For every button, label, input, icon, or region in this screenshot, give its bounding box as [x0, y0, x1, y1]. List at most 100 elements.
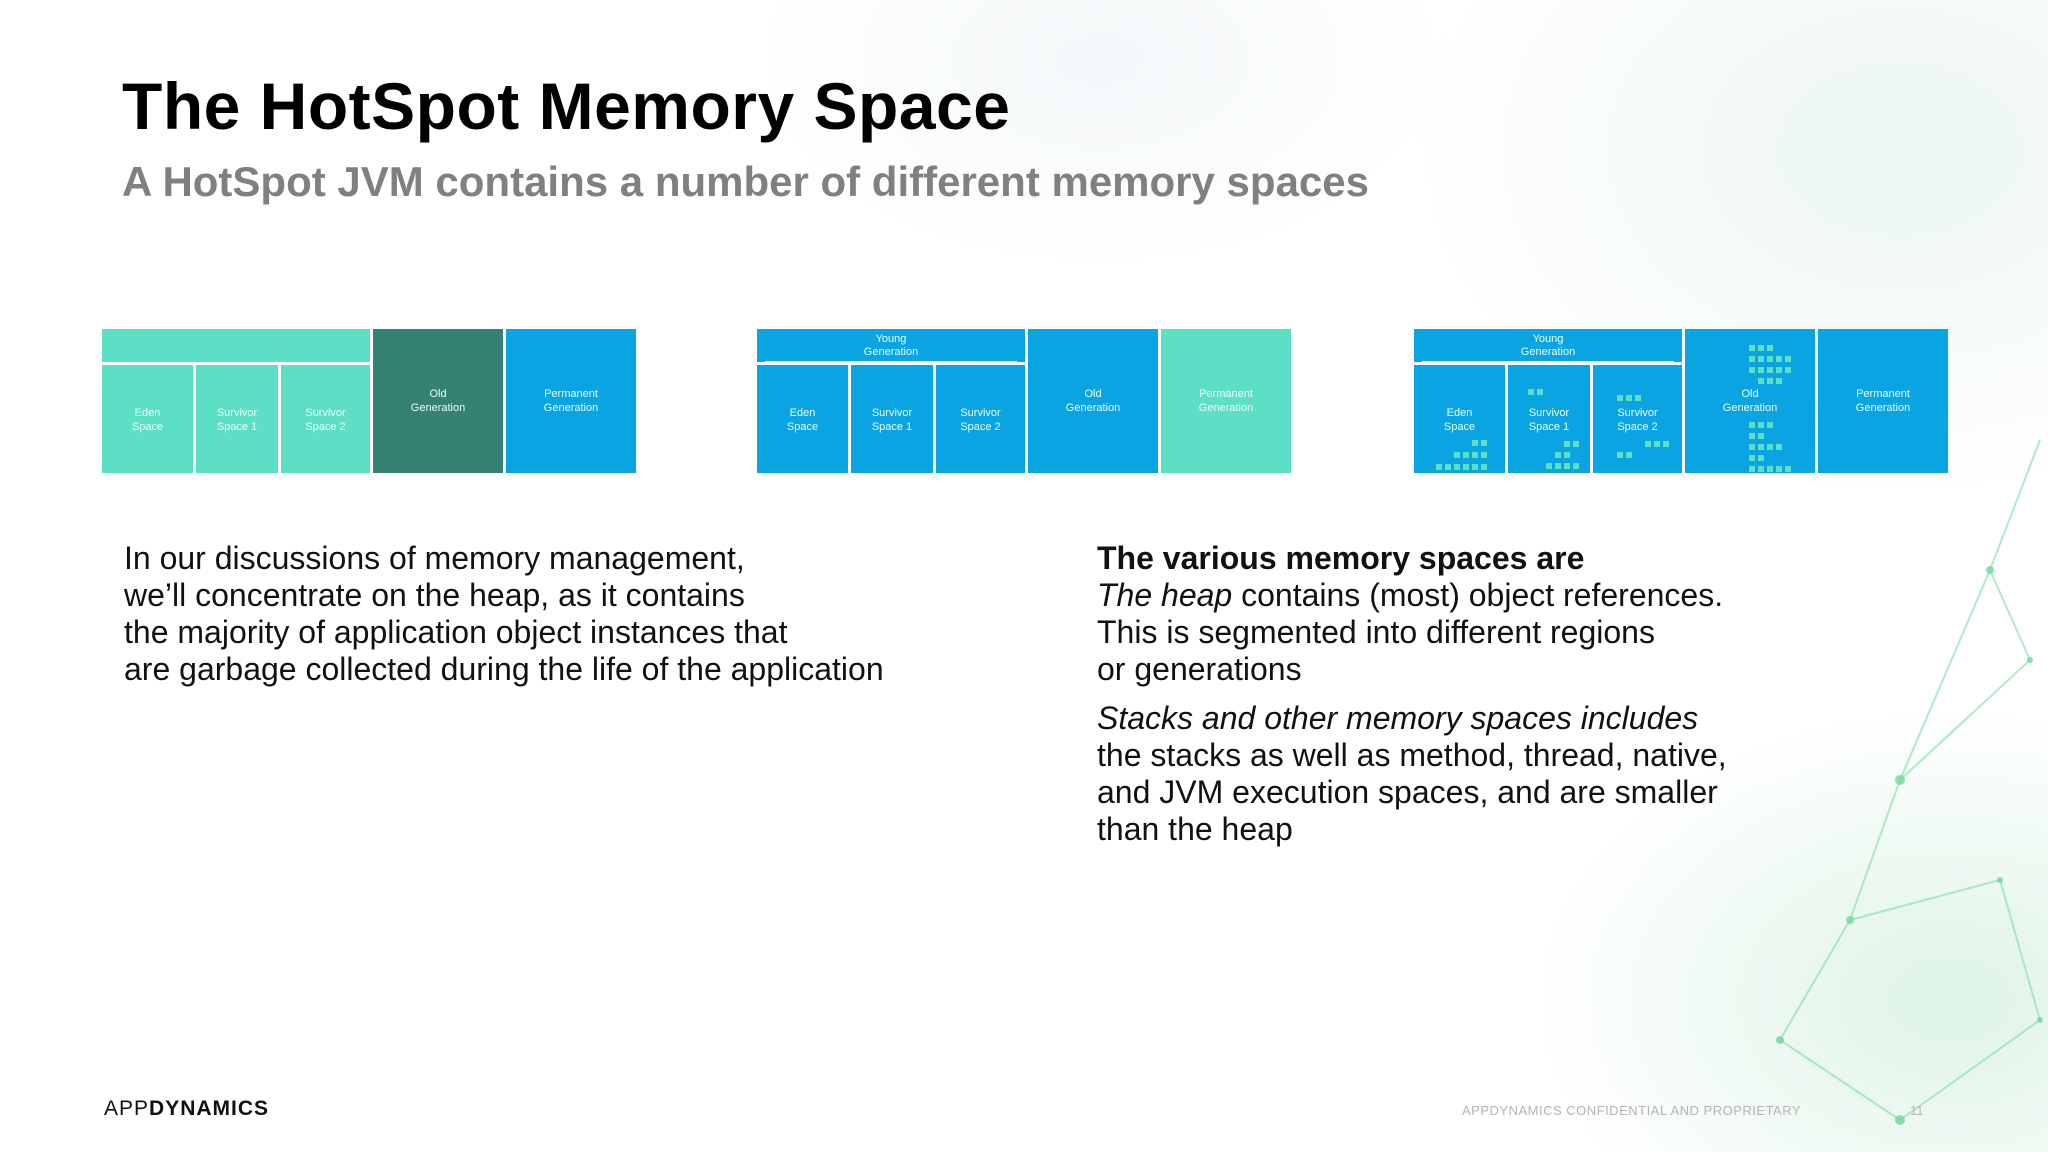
- object-marker: [1767, 345, 1773, 351]
- object-marker: [1785, 466, 1791, 472]
- permanent-generation-block: Permanent Generation: [1161, 329, 1291, 473]
- paragraph-line: In our discussions of memory management,: [124, 540, 745, 576]
- appdynamics-logo: APPDYNAMICS: [104, 1097, 270, 1120]
- object-marker: [1463, 464, 1469, 470]
- object-marker: [1785, 367, 1791, 373]
- object-marker: [1617, 395, 1623, 401]
- object-marker: [1758, 356, 1764, 362]
- object-marker: [1767, 378, 1773, 384]
- object-marker: [1663, 441, 1669, 447]
- confidential-notice: APPDYNAMICS CONFIDENTIAL AND PROPRIETARY: [1462, 1103, 1802, 1118]
- object-marker: [1555, 452, 1561, 458]
- object-marker: [1654, 441, 1660, 447]
- object-marker: [1749, 367, 1755, 373]
- object-marker: [1767, 466, 1773, 472]
- object-marker: [1758, 433, 1764, 439]
- network-decoration-icon: [1776, 439, 2043, 1125]
- object-marker: [1463, 452, 1469, 458]
- object-marker: [1537, 389, 1543, 395]
- object-marker: [1626, 395, 1632, 401]
- object-marker: [1785, 356, 1791, 362]
- object-marker: [1758, 422, 1764, 428]
- object-marker: [1776, 356, 1782, 362]
- young-generation-divider: [110, 361, 362, 364]
- survivor-space-2-block: Survivor Space 2: [1593, 365, 1682, 473]
- object-marker: [1481, 452, 1487, 458]
- young-generation-header: [102, 329, 370, 362]
- permanent-generation-block: Permanent Generation: [1818, 329, 1948, 473]
- object-marker: [1626, 452, 1632, 458]
- permanent-generation-label: Permanent Generation: [1198, 388, 1254, 414]
- memory-diagram-3: Young Generation Eden Space Survivor Spa…: [1414, 329, 1948, 473]
- memory-spaces-paragraph: The various memory spaces are The heap c…: [1097, 540, 1727, 848]
- memory-spaces-heading: The various memory spaces are: [1097, 540, 1585, 576]
- object-marker: [1758, 378, 1764, 384]
- young-generation-label: Young Generation: [1520, 333, 1576, 358]
- old-generation-label: Old Generation: [1065, 388, 1121, 414]
- stacks-description-line: and JVM execution spaces, and are smalle…: [1097, 774, 1718, 810]
- permanent-generation-label: Permanent Generation: [543, 388, 599, 414]
- eden-space-block: Eden Space: [1414, 365, 1505, 473]
- permanent-generation-label: Permanent Generation: [1855, 388, 1911, 414]
- object-marker: [1767, 367, 1773, 373]
- object-marker: [1573, 441, 1579, 447]
- young-generation-header: [757, 329, 1025, 362]
- memory-diagram-1: Young Generation Eden Space Survivor Spa…: [102, 329, 636, 473]
- object-marker: [1776, 367, 1782, 373]
- young-generation-block: Young Generation Eden Space Survivor Spa…: [1414, 329, 1682, 473]
- slide-title: The HotSpot Memory Space: [122, 69, 1011, 143]
- paragraph-line: the majority of application object insta…: [124, 614, 788, 650]
- young-generation-block: Young Generation Eden Space Survivor Spa…: [757, 329, 1025, 473]
- object-marker: [1564, 463, 1570, 469]
- object-marker: [1758, 345, 1764, 351]
- object-marker: [1472, 452, 1478, 458]
- old-generation-block: Old Generation: [1028, 329, 1158, 473]
- eden-space-block: Eden Space: [757, 365, 848, 473]
- object-marker: [1767, 422, 1773, 428]
- eden-space-label: Eden Space: [131, 407, 164, 433]
- eden-space-label: Eden Space: [1443, 407, 1476, 433]
- eden-space-label: Eden Space: [786, 407, 819, 433]
- survivor-space-1-block: Survivor Space 1: [196, 365, 278, 473]
- object-marker: [1749, 356, 1755, 362]
- slide-subtitle: A HotSpot JVM contains a number of diffe…: [122, 158, 1369, 205]
- survivor-space-2-label: Survivor Space 2: [305, 407, 346, 433]
- object-marker: [1472, 464, 1478, 470]
- eden-space-block: Eden Space: [102, 365, 193, 473]
- object-marker: [1776, 466, 1782, 472]
- object-marker: [1481, 440, 1487, 446]
- young-generation-block: Young Generation Eden Space Survivor Spa…: [102, 329, 370, 473]
- object-marker: [1564, 441, 1570, 447]
- permanent-generation-block: Permanent Generation: [506, 329, 636, 473]
- page-number: 11: [1910, 1103, 1924, 1118]
- object-marker: [1436, 464, 1442, 470]
- survivor-space-1-label: Survivor Space 1: [1528, 407, 1570, 433]
- object-marker: [1454, 464, 1460, 470]
- stacks-term-line: Stacks and other memory spaces includes: [1097, 700, 1727, 737]
- object-marker: [1617, 452, 1623, 458]
- survivor-space-2-label: Survivor Space 2: [1617, 407, 1658, 433]
- object-marker: [1546, 463, 1552, 469]
- object-marker: [1758, 455, 1764, 461]
- object-marker: [1749, 433, 1755, 439]
- survivor-space-2-block: Survivor Space 2: [936, 365, 1025, 473]
- old-generation-block: Old Generation: [1685, 329, 1815, 473]
- object-marker: [1749, 422, 1755, 428]
- object-marker: [1445, 464, 1451, 470]
- young-generation-label: Young Generation: [863, 333, 919, 358]
- object-marker: [1758, 444, 1764, 450]
- object-marker: [1454, 452, 1460, 458]
- object-marker: [1555, 463, 1561, 469]
- paragraph-line: are garbage collected during the life of…: [124, 651, 884, 687]
- object-marker: [1472, 440, 1478, 446]
- object-marker: [1645, 441, 1651, 447]
- object-marker: [1776, 378, 1782, 384]
- heap-description-line: or generations: [1097, 651, 1302, 687]
- object-marker: [1635, 395, 1641, 401]
- object-marker: [1573, 463, 1579, 469]
- object-marker: [1776, 444, 1782, 450]
- young-generation-divider: [1422, 361, 1674, 364]
- survivor-space-1-label: Survivor Space 1: [871, 407, 913, 433]
- survivor-space-2-label: Survivor Space 2: [960, 407, 1001, 433]
- young-generation-divider: [765, 361, 1017, 364]
